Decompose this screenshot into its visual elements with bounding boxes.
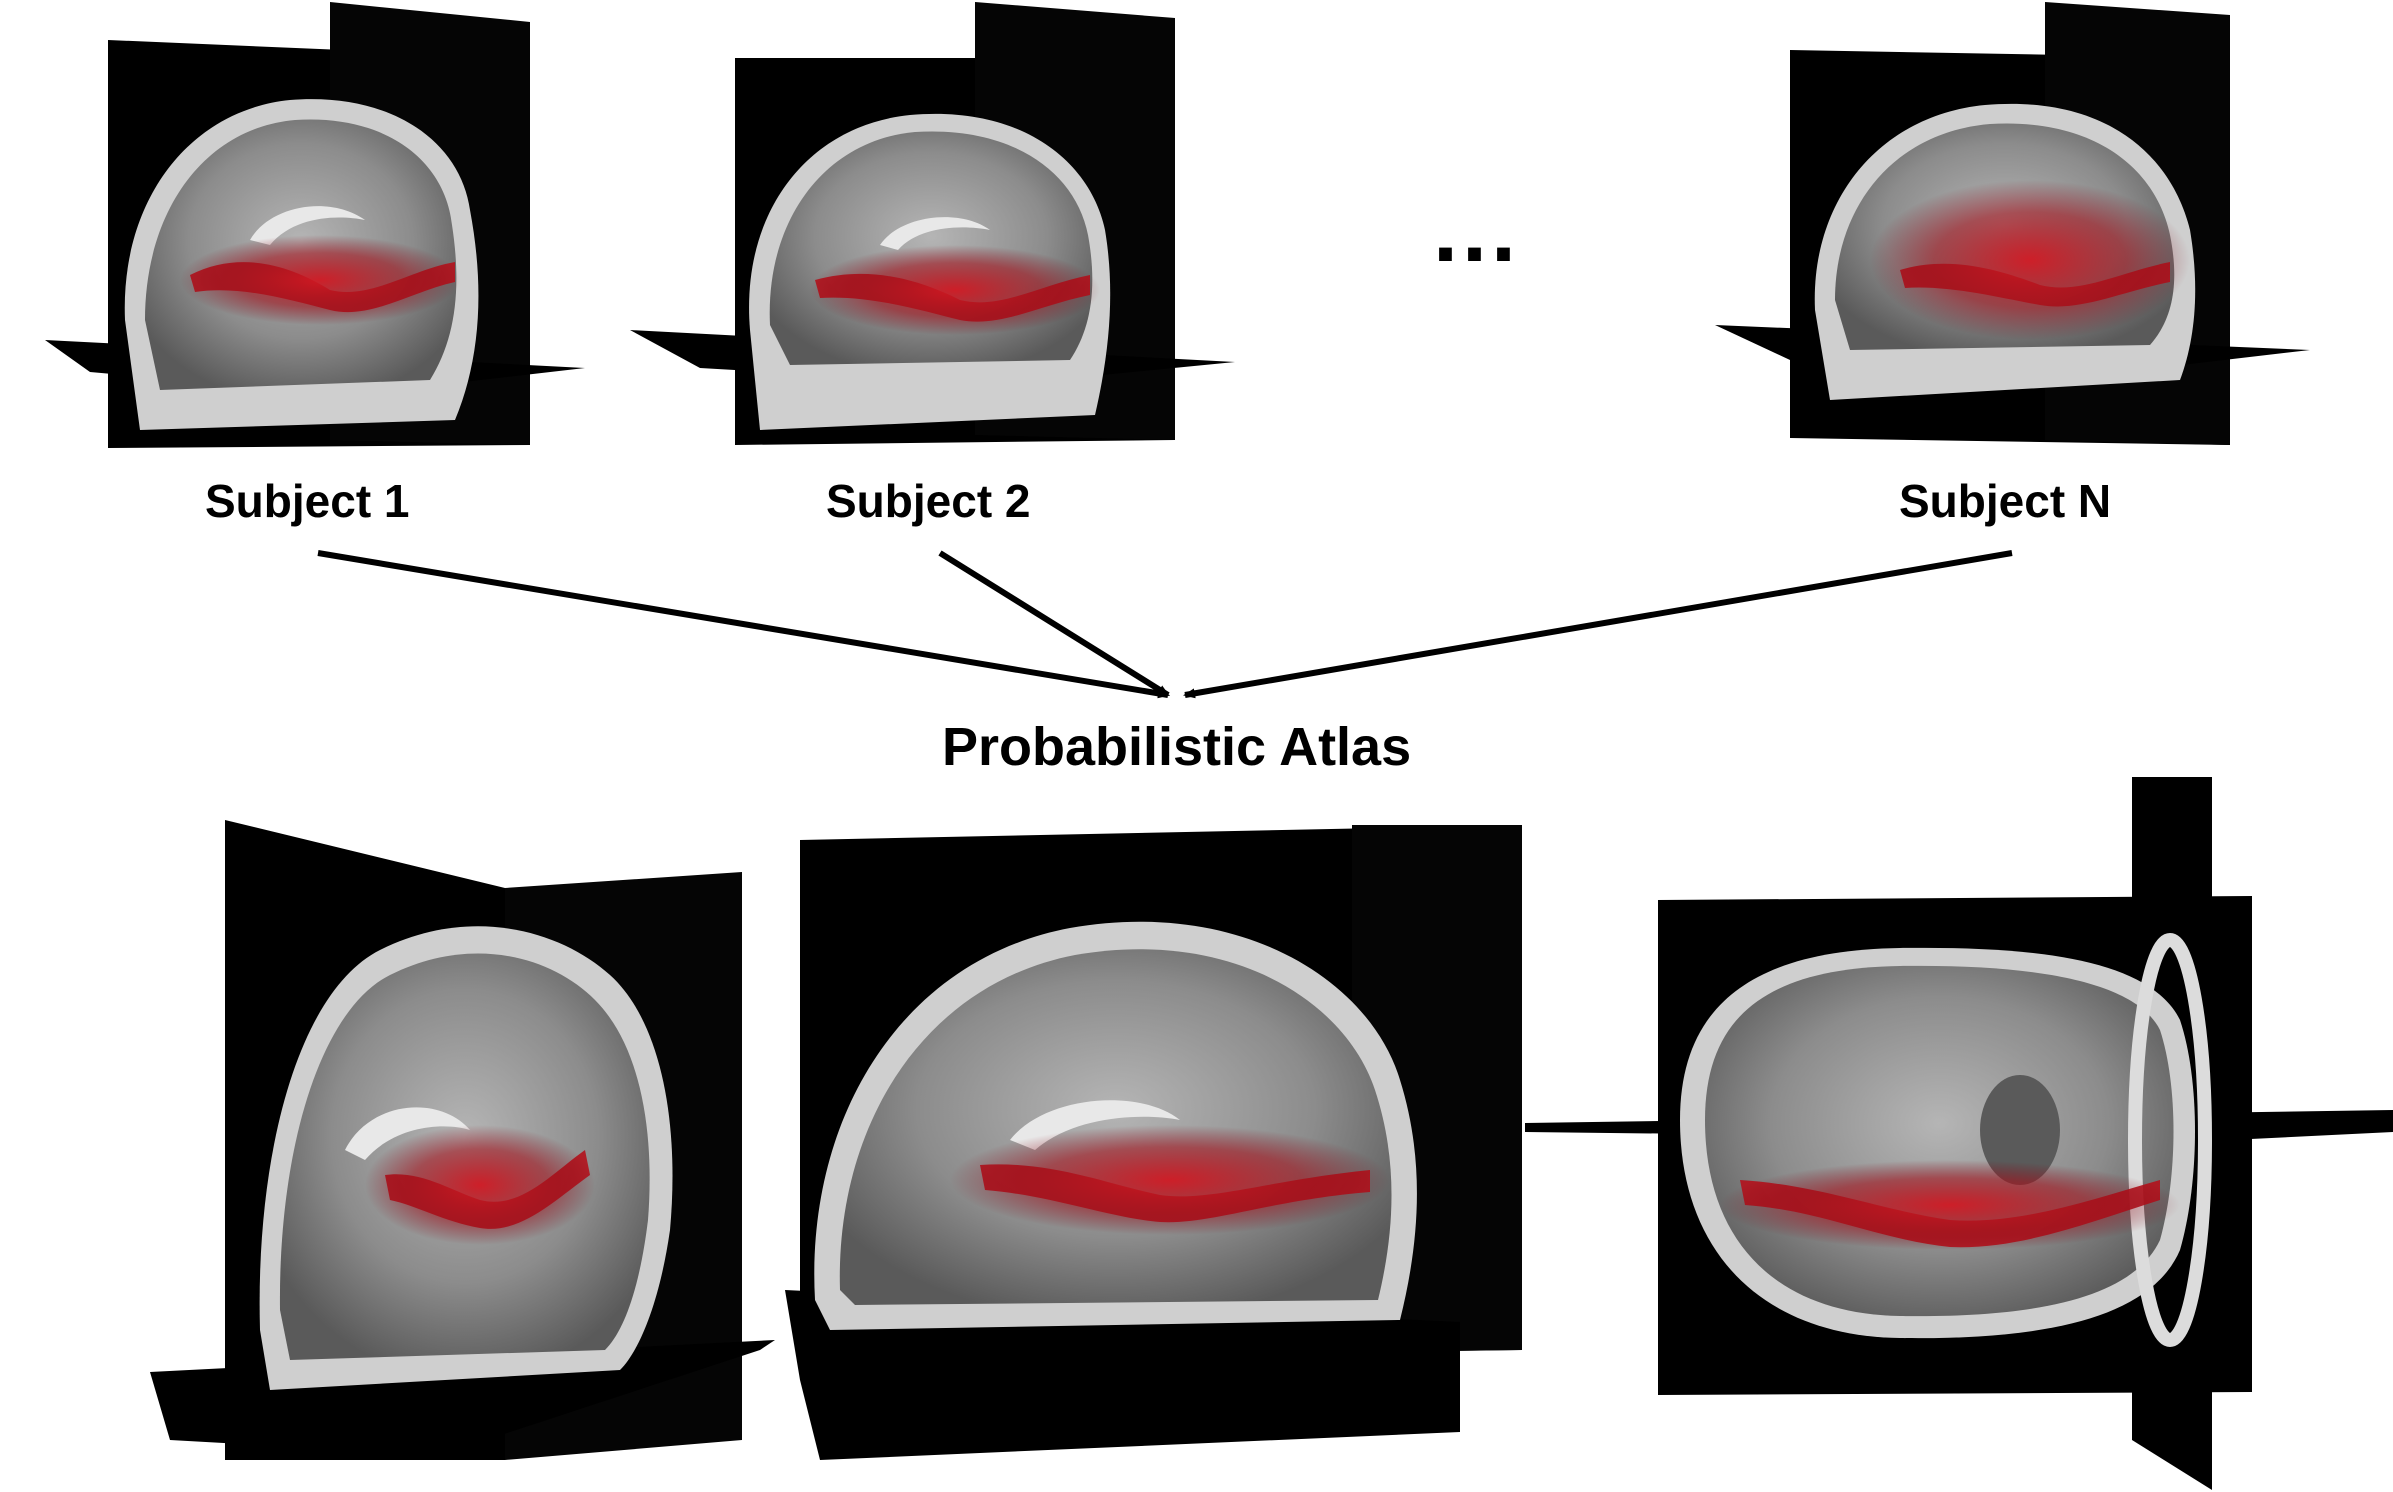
coronal-plane-top <box>2132 777 2212 900</box>
subject-n-brain-view <box>1715 2 2310 445</box>
atlas-title: Probabilistic Atlas <box>942 717 1412 777</box>
skull-rim <box>2128 933 2212 1347</box>
ellipsis-label: ... <box>1433 181 1521 281</box>
atlas-view-3 <box>1525 777 2393 1490</box>
arrows <box>317 550 2013 699</box>
corpus-callosum <box>880 217 990 250</box>
tract-glow <box>1720 1160 2180 1250</box>
subject-2-brain-view <box>630 2 1235 445</box>
ventricle-shape <box>1980 1075 2060 1185</box>
axial-plane <box>785 1290 1460 1460</box>
tract-glow <box>180 235 460 325</box>
subject-2-label: Subject 2 <box>826 475 1031 527</box>
tract-glow <box>810 245 1100 335</box>
subject-1-label: Subject 1 <box>205 475 410 527</box>
brain-tissue <box>1705 965 2174 1317</box>
corpus-callosum <box>250 206 365 245</box>
corpus-callosum <box>345 1107 470 1160</box>
subject-n-label: Subject N <box>1899 475 2112 527</box>
tract-glow <box>1870 180 2190 340</box>
arrow-subject-n <box>1183 550 2013 699</box>
arrow-subject-2 <box>938 550 1170 698</box>
tract-glow <box>950 1125 1390 1235</box>
subject-1-brain-view <box>45 2 585 448</box>
tract-glow <box>365 1125 595 1245</box>
atlas-view-1 <box>150 820 775 1460</box>
arrow-subject-1 <box>317 550 1170 699</box>
atlas-view-2 <box>785 825 1522 1460</box>
